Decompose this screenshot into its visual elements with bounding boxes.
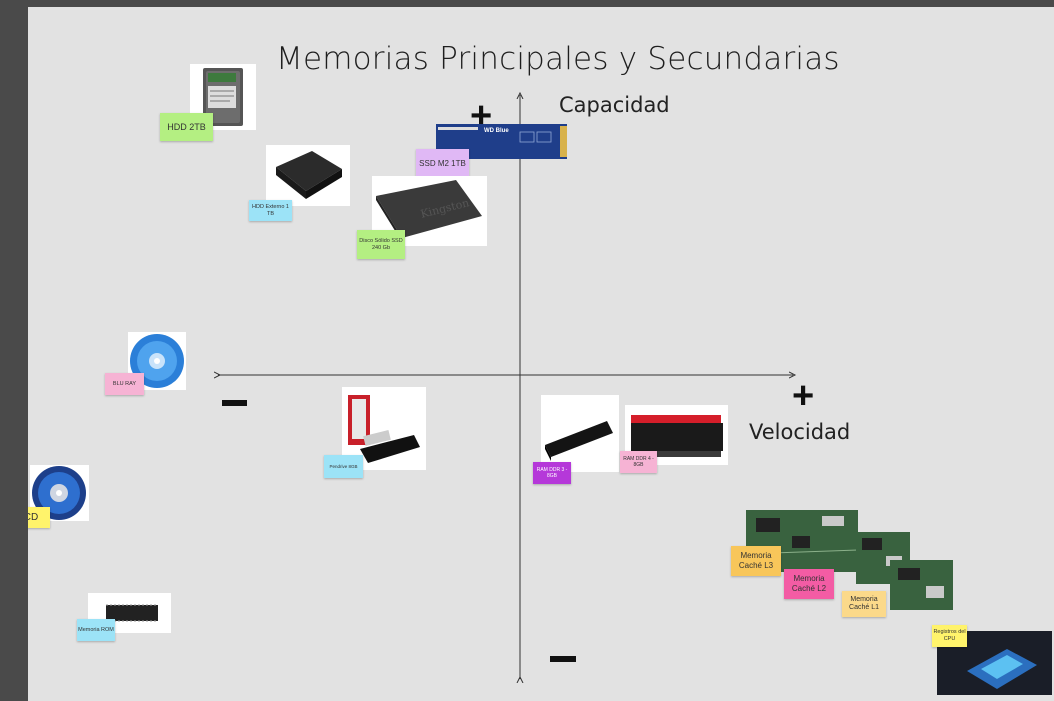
sticky-note-cache-l2[interactable]: Memoria Caché L2 [784,569,834,599]
sticky-note-cache-l3[interactable]: Memoria Caché L3 [731,546,781,576]
sticky-note-ssd-240[interactable]: Disco Sólido SSD 240 Gb [357,230,405,259]
whiteboard-canvas: Memorias Principales y Secundarias + + C… [28,7,1054,701]
sticky-note-bluray[interactable]: BLU RAY [105,373,144,395]
motherboard-icon [890,560,953,610]
board-title: Memorias Principales y Secundarias [276,41,840,77]
motherboard-icon [745,510,859,572]
external-drive-icon [276,151,342,199]
minus-sign-left [222,400,247,406]
sticky-note-rom[interactable]: Memoria ROM [77,619,115,641]
ram-ddr4-image[interactable] [625,405,728,465]
sticky-note-ram-ddr3[interactable]: RAM DDR 3 - 8GB [533,462,571,484]
hdd-drive-icon [203,68,243,126]
capacity-axis-label: Capacidad [559,93,670,117]
sticky-note-cd[interactable]: CD [28,507,50,528]
minus-sign-bottom [550,656,576,662]
cd-image[interactable] [30,465,89,521]
cd-disc-icon [32,466,86,520]
sticky-note-ssd-m2[interactable]: SSD M2 1TB [416,149,469,178]
sticky-note-hdd-externo[interactable]: HDD Externo 1 TB [249,200,292,221]
hdd-externo-image[interactable] [266,145,350,206]
ram-ddr3-image[interactable] [541,395,619,472]
usb-drive-icon [348,395,420,463]
plus-sign-right: + [792,375,815,417]
ram-stick-rgb-icon [631,415,723,457]
sticky-note-ram-ddr4[interactable]: RAM DDR 4 - 8GB [620,451,657,473]
sticky-note-registros[interactable]: Registros del CPU [932,625,967,647]
sticky-note-hdd-2tb[interactable]: HDD 2TB [160,113,213,141]
hdd-image[interactable] [190,64,256,130]
cache-l1-image[interactable] [890,560,953,610]
sticky-note-cache-l1[interactable]: Memoria Caché L1 [842,591,886,617]
ram-stick-icon [545,421,613,461]
axes [28,7,1054,701]
sticky-note-pendrive[interactable]: Pendrive 8GB [324,455,363,478]
ssd-m2-brand: WD Blue [484,128,509,134]
speed-axis-label: Velocidad [749,420,851,444]
